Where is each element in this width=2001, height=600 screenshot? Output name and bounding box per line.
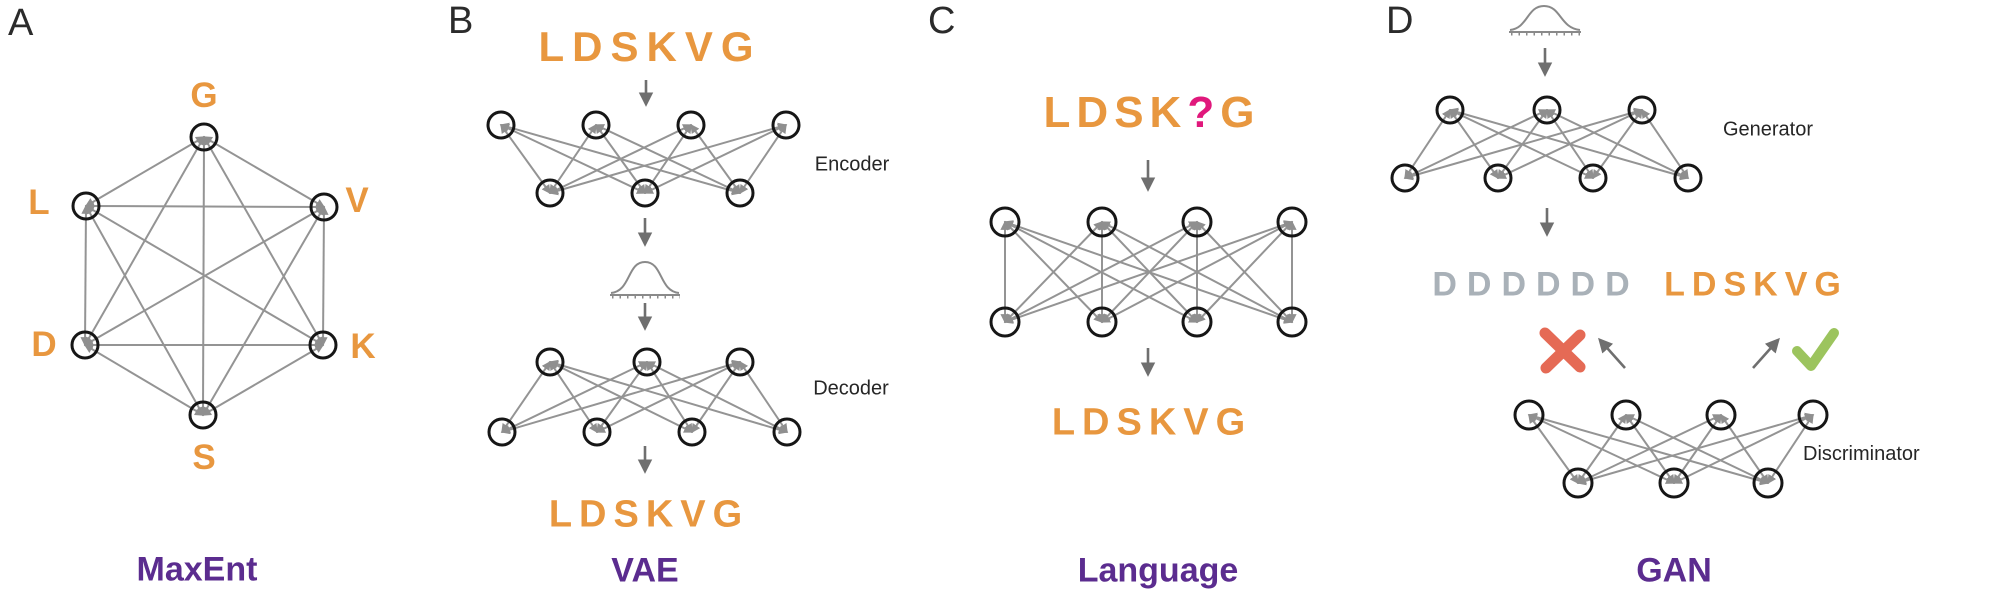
network-node (309, 192, 339, 222)
network-node (677, 417, 707, 447)
network-node (1658, 467, 1690, 499)
discriminator-label: Discriminator (1803, 443, 1920, 465)
check-mark-icon (1792, 328, 1839, 371)
network-edge (201, 344, 325, 416)
network-node (989, 206, 1021, 238)
network-node (771, 110, 801, 140)
method-label-language: Language (1077, 551, 1239, 590)
network-node (581, 110, 611, 140)
network-node (486, 110, 516, 140)
network-node (725, 347, 755, 377)
network-edge (500, 361, 649, 433)
network-node (1562, 467, 1594, 499)
network-node (676, 110, 706, 140)
generator-label: Generator (1722, 118, 1814, 141)
masked-input-suffix: G (1220, 88, 1261, 137)
masked-input-prefix: LDSK (1043, 88, 1188, 137)
network-node (1181, 206, 1213, 238)
network-node (1086, 306, 1118, 338)
network-node (1752, 467, 1784, 499)
network-node (1532, 95, 1562, 125)
network-node (487, 417, 517, 447)
output-sequence: LDSKVG (1051, 401, 1253, 444)
residue-letter-v: V (345, 181, 369, 220)
network-node (1578, 163, 1608, 193)
arrow-up-left-icon (1598, 337, 1626, 369)
maxent-graph (70, 122, 339, 430)
arrow-up-right-icon (1752, 337, 1780, 369)
network-node (1673, 163, 1703, 193)
network-node (1390, 163, 1420, 193)
network-node (1513, 399, 1545, 431)
network-node (71, 191, 101, 221)
network-node (725, 178, 755, 208)
network-node (70, 330, 100, 360)
network-node (1435, 95, 1465, 125)
network-edge (80, 204, 91, 347)
discriminator-network (1513, 399, 1829, 499)
gaussian-curve-icon (610, 260, 680, 299)
network-node (630, 178, 660, 208)
method-label-maxent: MaxEnt (136, 550, 258, 589)
network-node (1276, 206, 1308, 238)
network-node (308, 330, 338, 360)
x-mark-icon (1539, 327, 1586, 374)
network-node (1086, 206, 1118, 238)
unknown-residue: ? (1187, 88, 1221, 137)
panel-d-letter: D (1386, 0, 1414, 42)
generator-network (1390, 95, 1703, 193)
network-edge (1577, 413, 1627, 485)
panel-a-letter: A (8, 2, 34, 44)
network-node (189, 122, 219, 152)
network-edge (318, 205, 329, 347)
network-node (535, 347, 565, 377)
network-node (188, 400, 218, 430)
network-node (582, 417, 612, 447)
network-edge (202, 136, 326, 208)
network-edge (84, 136, 206, 207)
network-node (1797, 399, 1829, 431)
output-sequence: LDSKVG (548, 493, 750, 536)
method-label-gan: GAN (1636, 551, 1712, 590)
network-edge (202, 205, 325, 417)
network-node (1276, 306, 1308, 338)
language-network (989, 206, 1308, 338)
encoder-network (486, 110, 801, 208)
network-node (1610, 399, 1642, 431)
network-node (1627, 95, 1657, 125)
residue-letter-k: K (350, 327, 376, 366)
network-node (1705, 399, 1737, 431)
flow-arrows (637, 48, 1780, 474)
network-edge (84, 201, 326, 212)
input-sequence: LDSKVG (538, 23, 762, 70)
residue-letter-l: L (28, 183, 50, 222)
network-edge (83, 344, 205, 416)
residue-letter-s: S (192, 438, 216, 477)
decoder-network (487, 347, 802, 447)
network-node (632, 347, 662, 377)
gaussian-curve-icon (1509, 4, 1581, 36)
method-label-vae: VAE (611, 551, 679, 590)
network-node (989, 306, 1021, 338)
decoder-label: Decoder (813, 377, 889, 400)
network-edge (1196, 220, 1293, 324)
masked-input-sequence: LDSK?G (1044, 88, 1261, 138)
network-edge (500, 359, 742, 435)
fake-sequence: DDDDDD (1432, 265, 1640, 304)
network-node (1483, 163, 1513, 193)
network-node (772, 417, 802, 447)
residue-letter-d: D (31, 325, 57, 364)
network-node (1181, 306, 1213, 338)
residue-letter-g: G (190, 76, 218, 115)
panel-c-letter: C (928, 0, 956, 42)
network-node (535, 178, 565, 208)
panel-b-letter: B (448, 0, 474, 42)
real-sequence: LDSKVG (1664, 265, 1848, 304)
encoder-label: Encoder (814, 153, 890, 176)
